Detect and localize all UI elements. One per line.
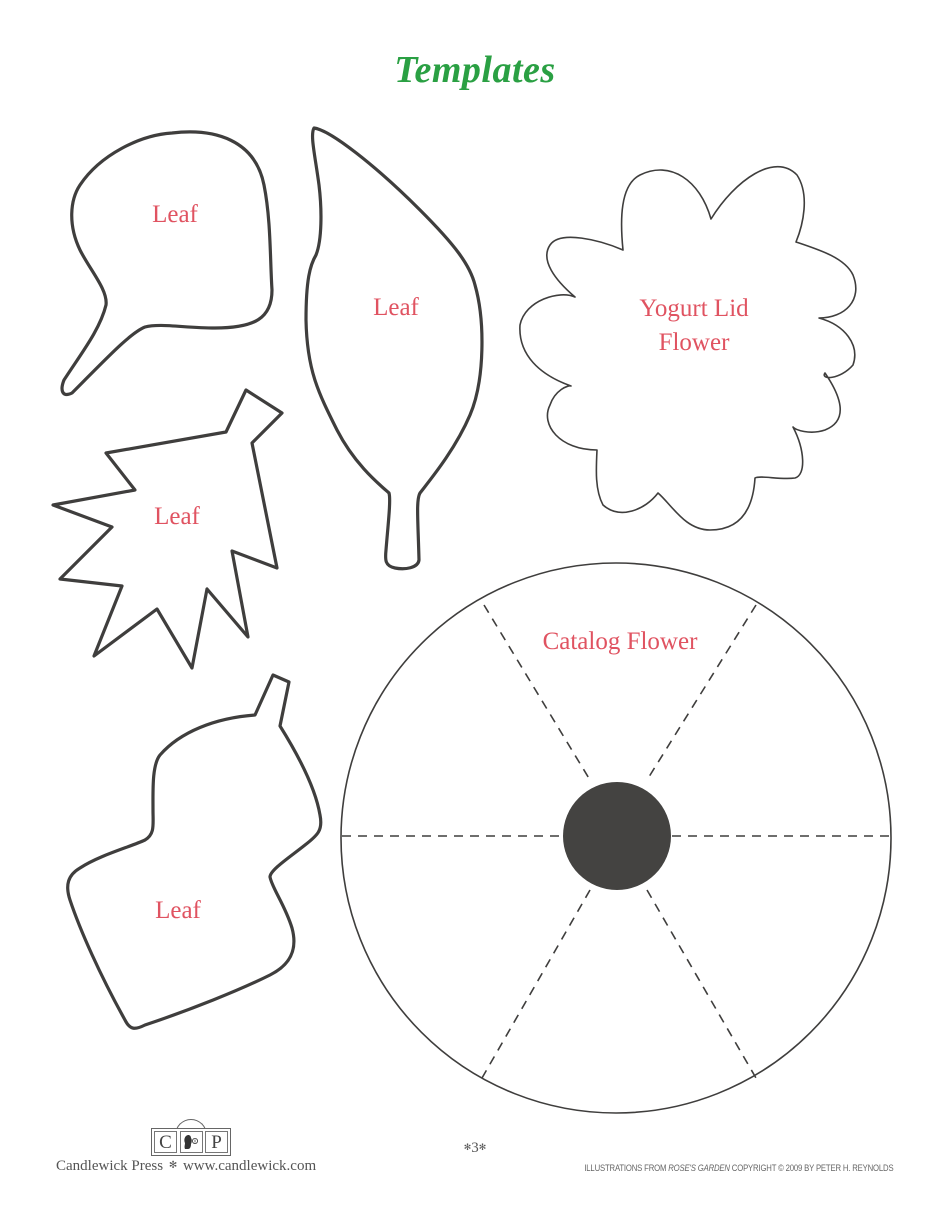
yogurt-lid-flower-label-line2: Flower [658, 329, 730, 356]
flower-ornament-left-icon: ✻ [463, 1142, 472, 1152]
leaf-template-2 [304, 126, 484, 571]
leaf-3-label: Leaf [154, 503, 200, 530]
leaf-2-label: Leaf [373, 294, 419, 321]
fold-line-upper-right [646, 604, 757, 781]
leaf-template-4 [66, 673, 323, 1030]
bear-candle-icon [184, 1134, 198, 1149]
yogurt-lid-flower-label-line1: Yogurt Lid [639, 295, 749, 322]
flower-separator-icon: ✻ [168, 1160, 178, 1171]
logo-bear-icon [179, 1131, 203, 1153]
copyright-book-title: ROSE'S GARDEN [667, 1163, 730, 1173]
catalog-flower-center [563, 782, 671, 890]
publisher-line: Candlewick Press ✻ www.candlewick.com [56, 1158, 316, 1175]
flower-ornament-right-icon: ✻ [478, 1142, 487, 1152]
fold-line-lower-left [481, 889, 591, 1079]
catalog-flower-label: Catalog Flower [542, 628, 698, 655]
yogurt-lid-flower-template [519, 165, 857, 531]
publisher-name: Candlewick Press [56, 1158, 164, 1174]
leaf-template-1 [60, 130, 274, 397]
page-title: Templates [394, 49, 556, 91]
fold-line-upper-left [483, 604, 591, 781]
copyright-notice: ILLUSTRATIONS FROM ROSE'S GARDEN COPYRIG… [584, 1163, 893, 1173]
leaf-4-label: Leaf [155, 897, 201, 924]
leaf-template-3 [51, 388, 284, 670]
candlewick-logo: C P [151, 1128, 231, 1156]
copyright-prefix: ILLUSTRATIONS FROM [583, 1163, 668, 1173]
publisher-website[interactable]: www.candlewick.com [182, 1158, 317, 1174]
page-number: ✻3✻ [450, 1140, 500, 1157]
copyright-suffix: COPYRIGHT © 2009 BY PETER H. REYNOLDS [729, 1163, 893, 1173]
page-number-value: 3 [471, 1140, 479, 1156]
catalog-flower-template [340, 562, 892, 1114]
leaf-1-label: Leaf [152, 201, 198, 228]
logo-letter-p: P [205, 1131, 228, 1153]
logo-letter-c: C [154, 1131, 177, 1153]
fold-line-lower-right [646, 889, 757, 1079]
